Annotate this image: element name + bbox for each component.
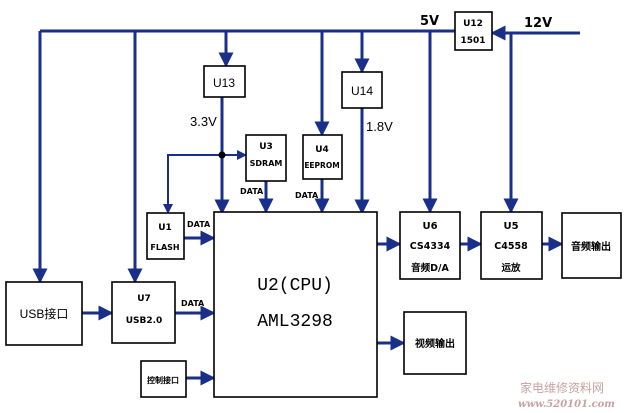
block-u6: U6 CS4334 音频D/A [399, 211, 461, 280]
block-u7: U7 USB2.0 [111, 281, 176, 344]
u6-id: U6 [422, 221, 437, 232]
label-1v8: 1.8V [366, 119, 393, 134]
u1-id: U1 [158, 223, 172, 233]
block-usb-port: USB接口 [5, 281, 83, 346]
u4-id: U4 [315, 145, 329, 155]
u7-id: U7 [137, 294, 151, 304]
label-5v: 5V [420, 14, 439, 29]
block-u4: U4 EEPROM [302, 134, 343, 180]
u5-desc: 运放 [501, 262, 521, 274]
u5-part: C4558 [494, 241, 528, 252]
label-12v: 12V [524, 16, 552, 31]
control-label: 控制接口 [147, 375, 179, 385]
u2-part: AML3298 [257, 312, 333, 332]
u13-id: U13 [213, 76, 235, 90]
block-u5: U5 C4558 运放 [480, 211, 543, 280]
usb-port-label: USB接口 [20, 306, 69, 321]
block-u12: U12 1501 [454, 11, 493, 51]
watermark-line1: 家电维修资料网 [520, 380, 604, 395]
data-buses [82, 165, 564, 386]
block-u2-cpu: U2(CPU) AML3298 [213, 211, 378, 398]
block-u3: U3 SDRAM [245, 134, 287, 182]
u4-part: EEPROM [304, 161, 339, 170]
u6-desc: 音频D/A [411, 262, 449, 274]
u7-part: USB2.0 [126, 316, 163, 326]
data-label-u3: DATA [240, 187, 264, 196]
block-video-out: 视频输出 [403, 311, 467, 375]
audio-out-label: 音频输出 [571, 240, 611, 253]
wire-u1-power [163, 154, 222, 214]
block-u13: U13 [203, 65, 246, 98]
u12-id: U12 [463, 19, 483, 29]
u3-part: SDRAM [250, 159, 283, 168]
u6-part: CS4334 [410, 241, 451, 252]
data-label-u7: DATA [181, 299, 205, 308]
memory-power-branch [163, 150, 247, 214]
u3-id: U3 [259, 142, 273, 152]
video-out-label: 视频输出 [415, 337, 455, 350]
data-label-u4: DATA [295, 191, 319, 200]
block-audio-out: 音频输出 [561, 212, 622, 279]
watermark-line2: www.520101.com [518, 399, 615, 410]
junction-dot [218, 151, 226, 159]
u12-part: 1501 [460, 36, 485, 46]
watermark: 家电维修资料网 www.520101.com [518, 380, 615, 410]
block-u14: U14 [341, 71, 383, 109]
data-label-u1: DATA [187, 220, 211, 229]
u1-part: FLASH [150, 243, 179, 252]
u14-id: U14 [351, 84, 373, 98]
block-control: 控制接口 [140, 360, 187, 398]
label-3v3: 3.3V [190, 114, 217, 129]
u5-id: U5 [503, 221, 518, 232]
u2-id: U2(CPU) [257, 276, 333, 296]
block-u1: U1 FLASH [146, 212, 185, 260]
